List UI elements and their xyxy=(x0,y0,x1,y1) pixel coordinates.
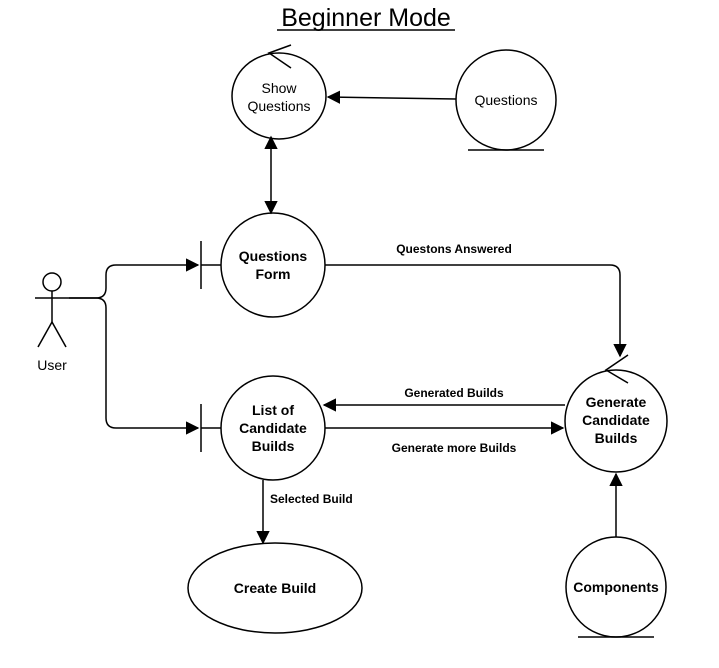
questions-form-label-line2: Form xyxy=(256,266,291,282)
edge-questions-answered xyxy=(325,264,627,358)
questions-form-circle xyxy=(220,212,326,318)
components-entity: Components xyxy=(565,536,667,638)
edge-label-generate-more-builds: Generate more Builds xyxy=(392,441,517,455)
actor-left-leg xyxy=(37,321,53,348)
edge-user-to-list-builds xyxy=(69,297,200,435)
actor-right-leg xyxy=(51,321,67,348)
list-builds-boundary: List of Candidate Builds xyxy=(200,375,326,481)
actor-head xyxy=(42,272,62,292)
edge-questions-to-show-questions xyxy=(326,90,457,104)
edge-label-selected-build: Selected Build xyxy=(270,492,353,506)
list-builds-label-line1: List of xyxy=(252,402,294,418)
create-build-ellipse xyxy=(187,542,363,634)
list-builds-label-line3: Builds xyxy=(252,438,295,454)
edge-user-to-questions-form xyxy=(69,258,200,299)
generate-builds-circle xyxy=(564,369,668,473)
questions-entity-label: Questions xyxy=(474,92,537,108)
edge-label-questions-answered: Questons Answered xyxy=(396,242,512,256)
user-actor: User xyxy=(35,272,69,373)
actor-label: User xyxy=(37,357,67,373)
questions-entity: Questions xyxy=(455,49,557,151)
generate-builds-label-line1: Generate xyxy=(586,394,647,410)
questions-form-label-line1: Questions xyxy=(239,248,308,264)
diagram-title: Beginner Mode xyxy=(281,4,451,32)
create-build-usecase: Create Build xyxy=(187,542,363,634)
generate-builds-label-line2: Candidate xyxy=(582,412,650,428)
generate-builds-control: Generate Candidate Builds xyxy=(564,354,668,473)
edge-label-generated-builds: Generated Builds xyxy=(404,386,504,400)
show-questions-label-line1: Show xyxy=(261,80,297,96)
questions-form-boundary: Questions Form xyxy=(200,212,326,318)
generate-builds-label-line3: Builds xyxy=(595,430,638,446)
control-arrowhead xyxy=(267,44,292,69)
create-build-label: Create Build xyxy=(234,580,316,596)
control-arrowhead xyxy=(604,354,629,384)
show-questions-label-line2: Questions xyxy=(247,98,310,114)
components-label: Components xyxy=(573,579,659,595)
show-questions-control: Show Questions xyxy=(231,44,327,140)
show-questions-circle xyxy=(231,52,327,140)
list-builds-label-line2: Candidate xyxy=(239,420,307,436)
